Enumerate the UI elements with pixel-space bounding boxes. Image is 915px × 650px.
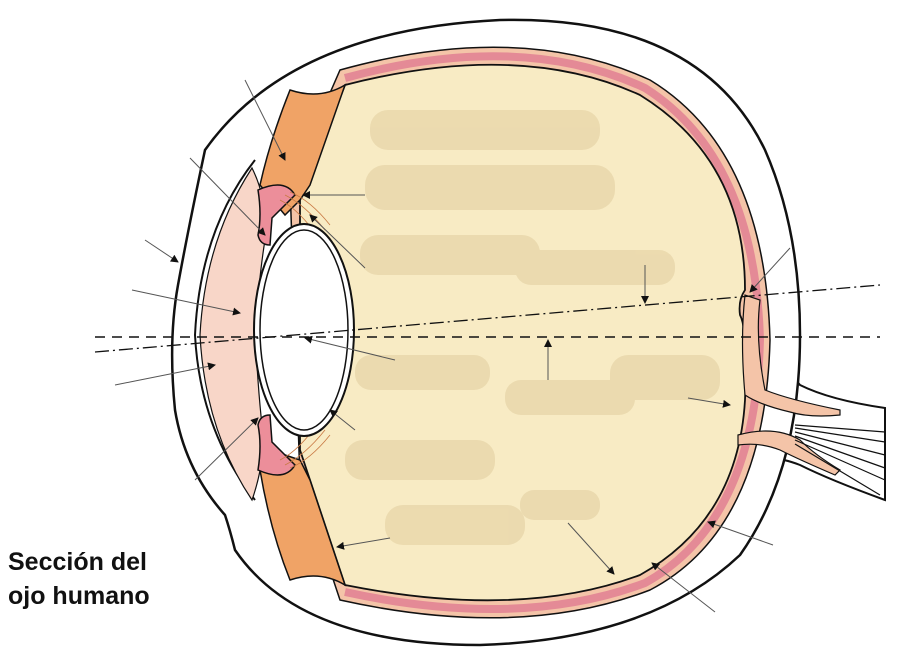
caption-line-1: Sección del xyxy=(8,545,228,579)
diagram-caption: Sección del ojo humano xyxy=(8,545,228,613)
lens xyxy=(254,224,354,436)
caption-line-2: ojo humano xyxy=(8,579,228,613)
